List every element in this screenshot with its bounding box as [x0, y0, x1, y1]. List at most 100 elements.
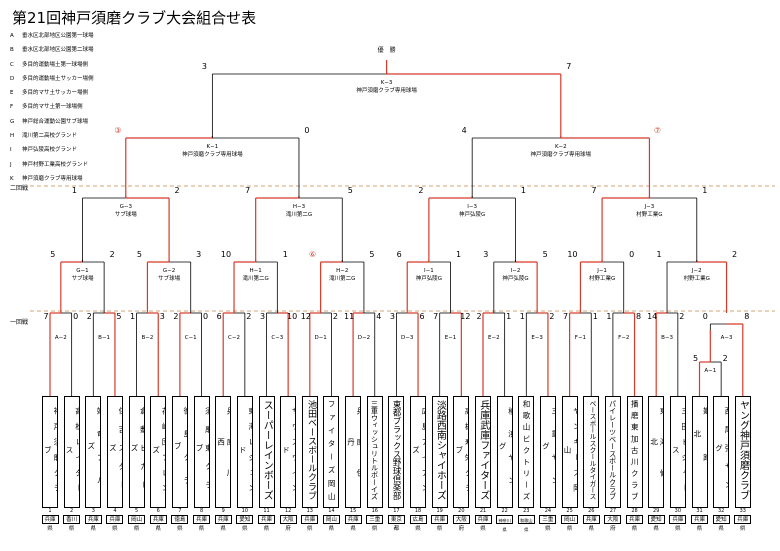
team-box: 神戸須磨クラブ — [42, 396, 58, 508]
team-box: 東都ブラックス野球倶楽部 — [388, 396, 405, 508]
team-number: 17 — [393, 508, 400, 514]
match-score-right: 8 — [636, 312, 641, 321]
match-score-left: 1 — [656, 250, 661, 259]
team-number: 10 — [241, 508, 249, 514]
match-code: E−3 — [531, 335, 543, 341]
team-prefecture: 大阪府 — [604, 515, 622, 532]
team-name: 兵庫武庫ファイターズ — [477, 400, 489, 500]
team-name: 三田ドジャース — [671, 407, 686, 500]
team-prefecture: 兵庫県 — [691, 515, 708, 532]
team-name: 神戸須磨クラブ — [43, 407, 58, 500]
team-box: 倉敷ビガーズ — [128, 396, 145, 508]
match-code: B−3 — [661, 335, 673, 341]
team-prefecture: 大阪府 — [279, 515, 297, 532]
venue-code: A — [10, 33, 14, 39]
team-name: 高槻寿栄クラブ — [454, 407, 470, 500]
match-score-left: 2 — [476, 312, 481, 321]
venue-name: 神戸弘陵高校グランド — [22, 147, 78, 154]
match-code: F−1 — [575, 335, 586, 341]
match-score-left: 3 — [260, 312, 265, 321]
team-prefecture: 兵庫県 — [106, 515, 124, 532]
match-code: J−1 — [596, 268, 607, 274]
team-prefecture: 兵庫県 — [474, 515, 492, 532]
match-code: B−2 — [141, 335, 153, 341]
team-box: 三重ウィッシュリトルボーイズ — [366, 396, 383, 508]
match-score-left: 2 — [173, 312, 178, 321]
match-code: A−2 — [55, 335, 67, 341]
team-prefecture: 東京都 — [387, 515, 405, 532]
team-name: 東都ブラックス野球倶楽部 — [392, 400, 403, 500]
match-score-right: 5 — [543, 250, 548, 259]
team-name: 三重ウィッシュリトルボーイズ — [370, 400, 380, 500]
match-score-left: 1 — [520, 312, 525, 321]
team-prefecture: 愛知県 — [236, 515, 254, 532]
venue-name: 垂水区北部地区公園第二球場 — [22, 47, 94, 54]
venue-name: 垂水区北部地区公園第一球場 — [22, 33, 94, 39]
team-number: 19 — [436, 508, 443, 514]
team-box: 姫竜ブルズ — [85, 396, 102, 508]
match-score-right: 1 — [506, 312, 511, 321]
team-number: 29 — [653, 508, 660, 514]
team-number: 30 — [674, 508, 682, 514]
match-code: I−1 — [424, 268, 434, 274]
venue-code: F — [10, 104, 14, 111]
team-prefecture: 兵庫県 — [626, 515, 644, 532]
venue-code: E — [10, 90, 14, 97]
team-name: 兵庫川西 — [216, 407, 232, 500]
team-prefecture: 兵庫県 — [582, 515, 600, 532]
team-number: 13 — [306, 508, 313, 514]
team-number: 25 — [566, 508, 573, 514]
match-score-right: 2 — [723, 354, 728, 363]
team-prefecture: 岡山県 — [322, 515, 340, 532]
team-prefecture: 岡山県 — [128, 515, 146, 532]
match-code: A−3 — [721, 335, 733, 341]
match-code: K−1 — [207, 144, 219, 150]
team-prefecture: 兵庫県 — [431, 515, 449, 532]
team-prefecture: 兵庫県 — [214, 515, 232, 532]
match-code: C−3 — [271, 335, 283, 341]
team-name: 西尾張ヤング — [714, 407, 730, 500]
team-prefecture: 兵庫県 — [301, 515, 319, 532]
match-code: H−2 — [336, 268, 348, 274]
team-name: スーパーレインボーズ — [261, 400, 273, 500]
team-number: 33 — [739, 508, 746, 514]
team-name: サウスウインド — [281, 407, 297, 500]
match-score-right: 6 — [420, 312, 425, 321]
team-prefecture: 岡山県 — [561, 515, 579, 532]
match-code: K−3 — [381, 80, 393, 86]
venue-name: 滝川第二高校グランド — [22, 133, 78, 140]
team-number: 9 — [221, 508, 225, 514]
venue-name: 神戸村野工業高校グランド — [22, 161, 89, 168]
match-venue: 神戸弘陵G — [459, 210, 485, 218]
match-code: D−2 — [358, 335, 370, 341]
team-prefecture: 愛知県 — [647, 515, 665, 532]
match-score-right: 3 — [196, 250, 201, 259]
match-venue: 神戸弘陵G — [502, 274, 528, 282]
match-score-right: 2 — [679, 312, 684, 321]
team-number: 1 — [48, 508, 52, 514]
team-number: 14 — [328, 508, 335, 514]
match-score-left: 3 — [483, 250, 488, 259]
match-venue: 村野工業G — [589, 274, 615, 282]
team-box: サウスウインド — [280, 396, 297, 508]
team-number: 20 — [458, 508, 465, 514]
team-box: 姫路北 — [691, 396, 708, 508]
match-venue: 神戸須磨クラブ専用球場 — [182, 150, 243, 158]
team-box: 高松レイダース — [63, 396, 80, 508]
team-prefecture: 兵庫県 — [149, 515, 167, 532]
team-box: 池田ベースボールクラブ — [301, 396, 318, 508]
team-box: 住吉スターズ — [106, 396, 123, 508]
match-score-left: 1 — [606, 312, 611, 321]
team-number: 5 — [135, 508, 139, 514]
team-name: ベースボールスクールタイガース — [587, 400, 596, 500]
match-score-right: 12 — [460, 312, 470, 321]
team-name: 広島アイアンズ — [411, 407, 427, 500]
team-name: 池田ベースボールクラブ — [305, 400, 316, 500]
match-score-right: 1 — [456, 250, 461, 259]
team-prefecture: 徳島県 — [171, 515, 189, 532]
